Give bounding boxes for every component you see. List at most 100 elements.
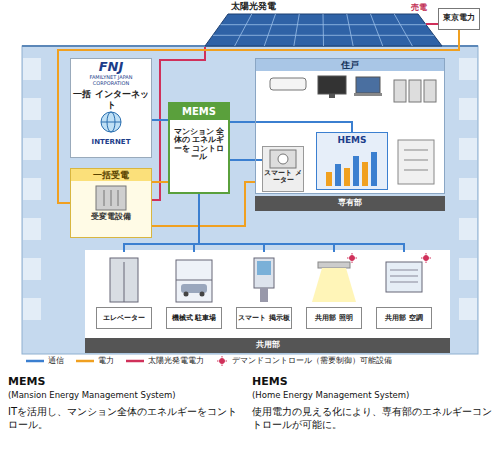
mems-box-text: マンション 全体の エネルギーを コントロール	[170, 128, 228, 163]
legend-sample	[76, 356, 94, 366]
box-fill	[70, 58, 152, 158]
demand-mark	[421, 258, 423, 259]
balcony	[23, 298, 41, 320]
equipment-box: 共用部 空調	[376, 252, 432, 336]
legend-item: 通信	[26, 356, 64, 366]
smart-meter-box: スマート メーター	[262, 146, 304, 192]
aircon-icon	[390, 270, 418, 271]
mems-box-text: MEMS	[170, 104, 228, 120]
signal-line	[124, 194, 199, 252]
graph-icon	[353, 156, 359, 186]
meter-icon	[270, 150, 296, 168]
appliance-icons	[329, 94, 335, 98]
globe-icon	[101, 112, 121, 132]
balcony	[459, 218, 477, 240]
appliance-icons	[318, 76, 346, 94]
parking-icon	[176, 260, 212, 302]
parking-icon	[176, 260, 212, 302]
kiosk-icon	[254, 258, 274, 302]
appliance-icons	[424, 80, 436, 102]
light-icon	[312, 262, 356, 302]
substation-icon	[118, 190, 119, 206]
section-band-text: 共用部	[85, 338, 450, 351]
equipment-box-text: スマート 掲示板	[236, 307, 292, 329]
appliance-icons	[404, 150, 428, 151]
signal-line	[230, 122, 352, 132]
isp-box-text: FNJ	[71, 60, 151, 75]
building	[22, 46, 478, 354]
demand-mark	[421, 253, 431, 263]
demand-mark	[356, 258, 358, 259]
isp-box-text: 一括 インターネット	[71, 89, 151, 110]
diagram-label: 売電	[402, 3, 436, 13]
building	[22, 46, 478, 354]
demand-mark	[352, 262, 353, 264]
power-receiving-box: 一括受電受変電設備	[70, 168, 152, 238]
kiosk-icon	[260, 288, 268, 302]
appliance-icons	[356, 77, 380, 93]
power-line	[152, 181, 168, 183]
demand-mark	[347, 253, 431, 263]
graph-icon	[326, 172, 332, 186]
solar-panel	[213, 14, 434, 46]
balcony	[23, 178, 41, 200]
power-receiving-box-text: 一括受電	[71, 169, 151, 181]
isp-box-text: INTERNET	[71, 138, 151, 146]
elevator-icon	[124, 262, 125, 302]
demand-mark	[352, 253, 353, 255]
elevator-icon	[110, 258, 138, 302]
demand-mark	[350, 256, 355, 261]
equipment-box-text: 共用部 空調	[376, 307, 432, 329]
solar-panel	[205, 14, 442, 46]
box-fill	[168, 102, 230, 194]
graph-icon	[335, 164, 341, 186]
aircon-icon	[386, 262, 422, 292]
box-fill	[262, 146, 304, 192]
balcony	[459, 58, 477, 80]
utility-box: 東京電力	[438, 8, 480, 30]
appliance-icons	[409, 80, 421, 102]
balcony	[459, 258, 477, 280]
dwelling-area: 住戸スマート メーター HEMS	[255, 58, 445, 194]
light-icon	[318, 262, 350, 268]
dwelling-area-text: 住戸	[256, 59, 444, 71]
caption-text: 使用電力の見える化により、専有部のエネルギーコントロールが可能に。	[252, 405, 492, 431]
diagram-label: 太陽光発電	[210, 1, 296, 13]
isp-box: FNJFAMILYNET JAPAN CORPORATION 一括 インターネット…	[70, 58, 152, 158]
solar-power-line	[426, 23, 438, 25]
legend-text: 通信	[48, 356, 64, 366]
equipment-box: エレベーター	[96, 252, 152, 336]
appliance-icons	[270, 78, 306, 90]
equipment-box-text: エレベーター	[96, 307, 152, 329]
solar-panel	[264, 14, 275, 46]
signal-line	[230, 159, 262, 161]
kiosk-icon	[254, 258, 274, 288]
section-band: 専有部	[255, 196, 445, 211]
power-receiving-box-text: 受変電設備	[71, 212, 151, 221]
solar-panel	[394, 14, 412, 46]
box-fill	[255, 58, 445, 194]
graph-icon	[362, 162, 368, 186]
aircon-icon	[386, 262, 422, 292]
graph-icon	[344, 168, 350, 186]
globe-icon	[101, 112, 121, 132]
hems-box: HEMS	[316, 132, 388, 190]
isp-box-text: FAMILYNET JAPAN CORPORATION	[71, 75, 151, 87]
caption-text: MEMS	[8, 375, 240, 389]
power-line	[58, 30, 459, 203]
legend-item: 電力	[76, 356, 114, 366]
appliance-icons	[394, 80, 406, 102]
graph-icon	[371, 152, 377, 186]
smart-meter-box-text: スマート メーター	[263, 170, 303, 185]
equipment-box-text: 共用部 照明	[306, 307, 362, 329]
balcony	[23, 138, 41, 160]
solar-panel	[205, 14, 442, 46]
substation-icon	[96, 186, 126, 210]
equipment-box: 共用部 照明	[306, 252, 362, 336]
demand-mark	[426, 262, 427, 264]
graph-icon	[326, 152, 377, 186]
hems-box-text: HEMS	[317, 135, 387, 145]
legend-text: 太陽光発電電力	[148, 356, 204, 366]
solar-panel	[220, 24, 426, 25]
demand-mark	[424, 256, 429, 261]
